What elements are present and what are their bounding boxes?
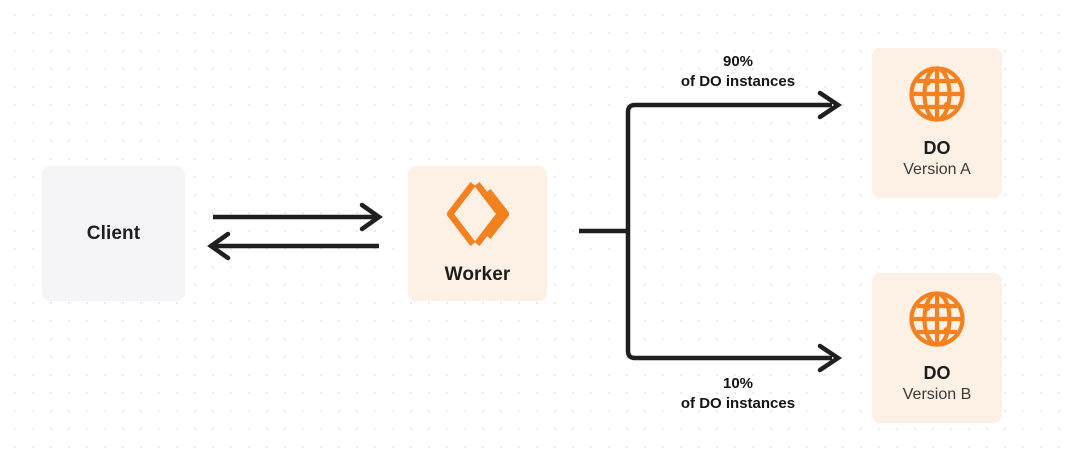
cloudflare-workers-icon [445, 181, 510, 247]
node-do-version-b: DO Version B [872, 273, 1002, 423]
node-worker-label: Worker [444, 263, 511, 285]
edge-label-do-a: 90% of DO instances [638, 52, 838, 92]
edge-label-do-b: 10% of DO instances [638, 374, 838, 414]
edge-label-do-b-caption: of DO instances [680, 394, 796, 412]
node-client-label: Client [86, 222, 141, 244]
node-worker: Worker [408, 166, 547, 301]
globe-icon [908, 290, 966, 348]
node-do-b-label: DO [923, 362, 951, 383]
node-do-version-a: DO Version A [872, 48, 1002, 198]
edge-label-do-b-percent: 10% [722, 375, 754, 392]
node-do-b-sublabel: Version B [902, 386, 972, 404]
edge-label-do-a-caption: of DO instances [680, 72, 796, 90]
edge-worker-to-do-b [625, 231, 843, 373]
edge-worker-to-do-a [625, 90, 843, 231]
edge-client-to-worker [213, 202, 383, 232]
edge-worker-to-client [207, 231, 379, 261]
node-client: Client [42, 166, 185, 301]
node-do-a-label: DO [923, 137, 951, 158]
globe-icon [908, 65, 966, 123]
edge-label-do-a-percent: 90% [722, 53, 754, 70]
node-do-a-sublabel: Version A [903, 161, 971, 179]
